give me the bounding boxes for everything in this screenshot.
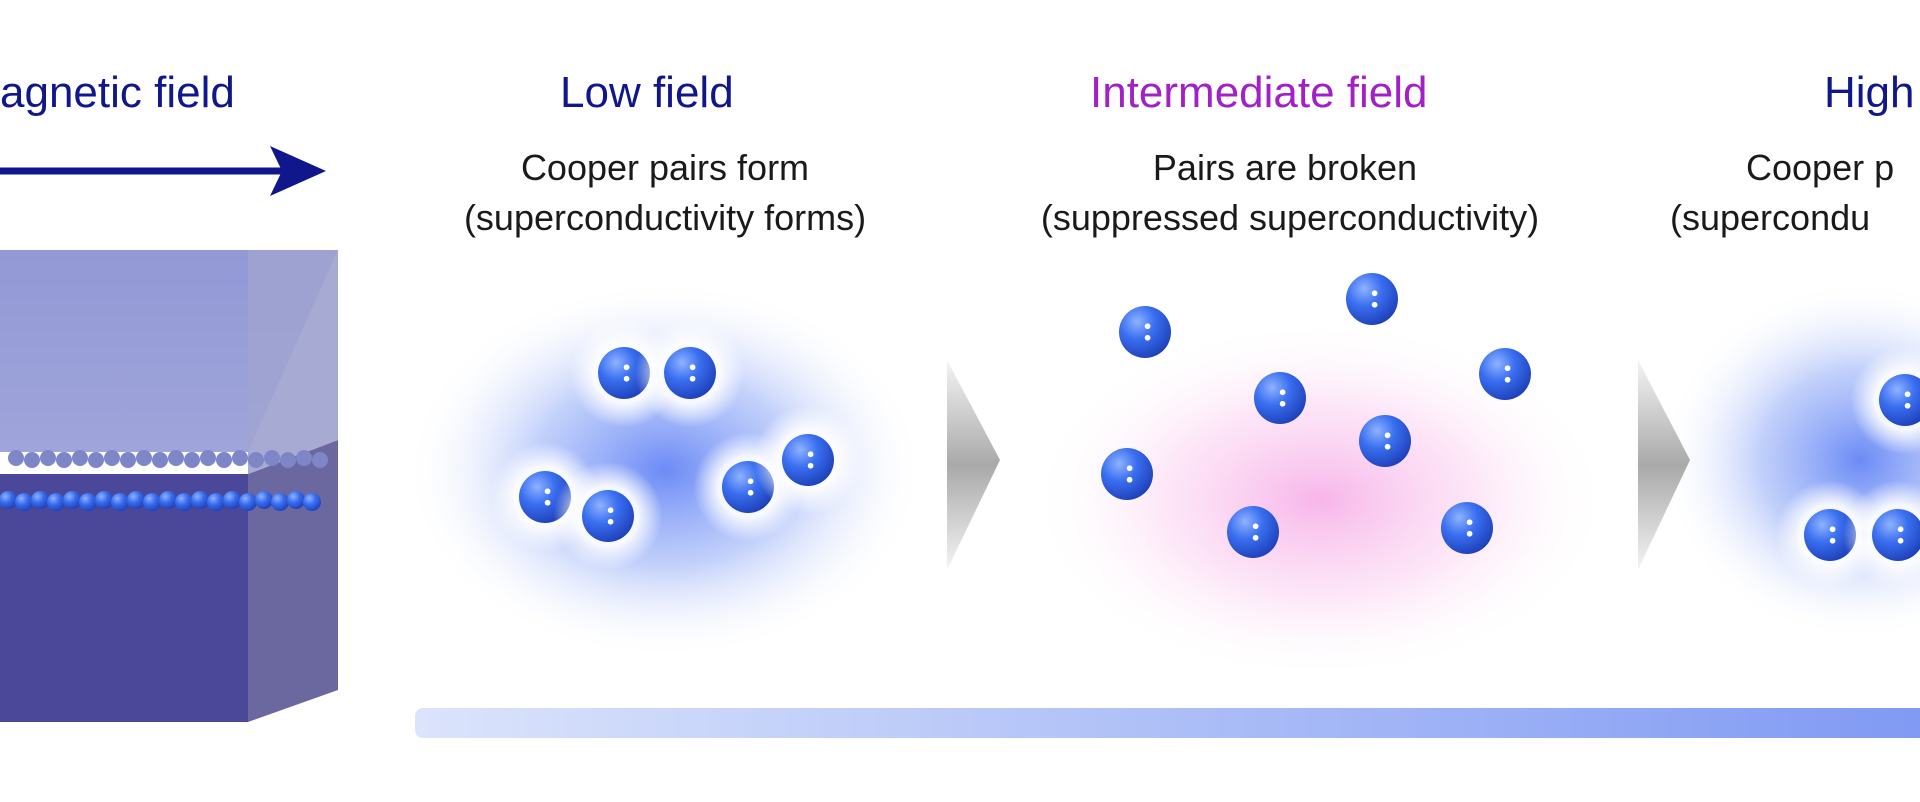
layer-electron (8, 450, 24, 466)
electron (1441, 502, 1493, 554)
electron (1850, 345, 1920, 455)
electron (1227, 506, 1279, 558)
layer-electron (111, 493, 129, 511)
layer-electron (79, 493, 97, 511)
layer-electron (104, 450, 120, 466)
layer-electron (95, 491, 113, 509)
layer-electron (239, 493, 257, 511)
layer-electron (255, 491, 273, 509)
electron (1346, 273, 1398, 325)
electron (1359, 415, 1411, 467)
layer-electron (159, 491, 177, 509)
layer-electron (63, 491, 81, 509)
layer-electron (175, 493, 193, 511)
layer-electron (47, 493, 65, 511)
field-arrow (0, 146, 326, 196)
intermediate-field-line2: (suppressed superconductivity) (1040, 197, 1540, 238)
high-field-line2: (supercondu (1670, 197, 1871, 238)
layer-electron (31, 491, 49, 509)
layer-electron (312, 452, 328, 468)
field-label: agnetic field (0, 68, 235, 117)
electron (635, 318, 745, 428)
layer-electron (120, 452, 136, 468)
low-field-line2: (superconductivity forms) (463, 197, 867, 238)
layer-electron (184, 452, 200, 468)
intermediate-field-line1: Pairs are broken (1152, 147, 1418, 188)
layer-electron (248, 452, 264, 468)
high-field-title: High (1824, 68, 1915, 117)
layer-electron (143, 493, 161, 511)
layer-electron (88, 452, 104, 468)
layer-electron (303, 493, 321, 511)
layer-electron (40, 450, 56, 466)
layer-electron (15, 493, 33, 511)
electron (553, 461, 663, 571)
electron (1119, 306, 1171, 358)
low-field-title: Low field (560, 68, 734, 117)
low-field-line1: Cooper pairs form (520, 147, 810, 188)
layer-electron (271, 493, 289, 511)
layer-electron (280, 452, 296, 468)
layer-electron (200, 450, 216, 466)
electron (1479, 348, 1531, 400)
electron (1101, 448, 1153, 500)
layer-electron (0, 491, 17, 509)
layer-electron (223, 491, 241, 509)
layer-electron (24, 452, 40, 468)
electron (1843, 480, 1920, 590)
electron-layer (0, 450, 328, 511)
layer-electron (191, 491, 209, 509)
layer-electron (287, 491, 305, 509)
high-field-line1: Cooper p (1746, 147, 1895, 188)
electron (753, 405, 863, 515)
layer-electron (136, 450, 152, 466)
layer-electron (168, 450, 184, 466)
pink-cloud (1030, 320, 1610, 680)
chevron-right-icon (1638, 360, 1690, 570)
layer-electron (152, 452, 168, 468)
electrons (490, 273, 1920, 590)
layer-electron (264, 450, 280, 466)
field-strength-bar (415, 708, 1920, 738)
chevron-right-icon (947, 360, 1000, 570)
layer-electron (207, 493, 225, 511)
layer-electron (127, 491, 145, 509)
layer-electron (216, 452, 232, 468)
layer-electron (232, 450, 248, 466)
layer-electron (296, 450, 312, 466)
electron (1254, 372, 1306, 424)
intermediate-field-title: Intermediate field (1090, 68, 1428, 117)
blue-cloud (405, 280, 925, 660)
layer-electron (72, 450, 88, 466)
material-stack (0, 250, 338, 722)
layer-electron (56, 452, 72, 468)
